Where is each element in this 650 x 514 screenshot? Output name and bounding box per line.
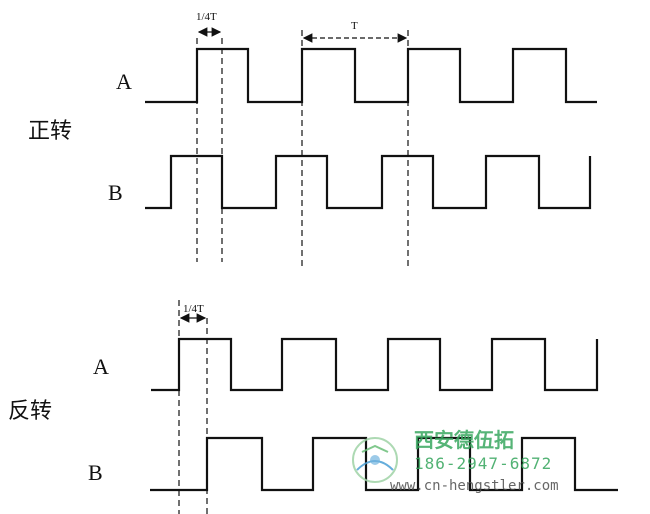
forward-quarter-period-label: 1/4T bbox=[196, 11, 217, 23]
reverse-waveform-a bbox=[151, 337, 599, 392]
watermark: 西安德伍拓 186-2947-6872 www.cn-hengstler.com bbox=[352, 428, 559, 494]
watermark-logo-icon bbox=[352, 437, 398, 483]
watermark-url: www.cn-hengstler.com bbox=[390, 478, 559, 494]
reverse-waveform-b bbox=[150, 436, 618, 492]
reverse-section: 反转 A B 1/4T bbox=[8, 300, 618, 514]
reverse-quarter-period-label: 1/4T bbox=[183, 303, 204, 315]
forward-label: 正转 bbox=[28, 118, 72, 143]
forward-period-label: T bbox=[351, 20, 358, 32]
reverse-channel-b-label: B bbox=[88, 460, 103, 485]
reverse-label: 反转 bbox=[8, 398, 52, 423]
watermark-company: 西安德伍拓 bbox=[414, 428, 514, 452]
forward-section: 正转 A B 1/4T T bbox=[28, 11, 597, 268]
forward-channel-b-label: B bbox=[108, 180, 123, 205]
forward-channel-a-label: A bbox=[116, 69, 132, 94]
reverse-channel-a-label: A bbox=[93, 354, 109, 379]
forward-waveform-b bbox=[145, 154, 592, 210]
watermark-phone: 186-2947-6872 bbox=[414, 454, 552, 473]
forward-waveform-a bbox=[145, 47, 597, 104]
